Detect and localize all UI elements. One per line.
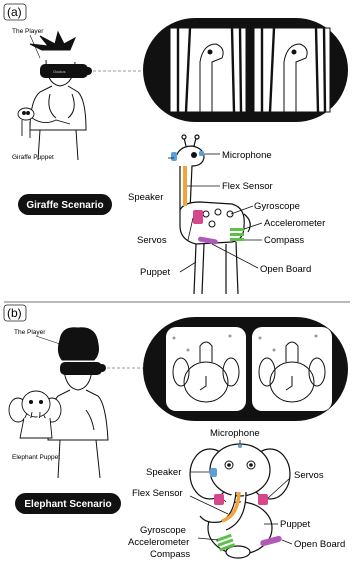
elephant-puppet-caption: Elephant Puppet: [12, 454, 60, 461]
label-open-board-b: Open Board: [294, 539, 345, 550]
label-compass-b: Compass: [150, 549, 190, 560]
label-flex-sensor: Flex Sensor: [222, 181, 273, 192]
label-servos: Servos: [137, 235, 167, 246]
panel-a: (a) The Player Oculus Giraffe Puppet: [4, 4, 348, 294]
headset-side: [84, 67, 92, 75]
elephant-eye-right-pupil: [249, 463, 253, 467]
label-open-board: Open Board: [260, 264, 311, 275]
giraffe-flex-sensor: [183, 166, 187, 206]
label-speaker: Speaker: [128, 192, 163, 203]
panel-b: (b) The Player Elephant Puppet: [4, 305, 348, 560]
player-pointer-b: [36, 336, 60, 344]
label-puppet: Puppet: [140, 267, 170, 278]
elephant-servo-right: [258, 494, 268, 505]
label-microphone-b: Microphone: [210, 428, 260, 439]
label-accelerometer-b: Accelerometer: [128, 537, 189, 548]
player-label-b: The Player: [14, 329, 46, 336]
label-servos-b: Servos: [294, 470, 324, 481]
vr-headset-b: [60, 362, 102, 375]
label-gyroscope-b: Gyroscope: [140, 525, 186, 536]
giraffe-puppet-small: [18, 108, 70, 138]
giraffe-puppet-caption: Giraffe Puppet: [12, 154, 54, 161]
label-microphone: Microphone: [222, 150, 272, 161]
giraffe-imu: [230, 228, 244, 241]
player-label: The Player: [12, 28, 44, 35]
giraffe-mic-part: [199, 151, 204, 156]
panel-b-tag: (b): [7, 306, 22, 320]
label-puppet-b: Puppet: [280, 519, 310, 530]
player-figure: [30, 32, 86, 160]
label-gyroscope: Gyroscope: [254, 201, 300, 212]
panel-a-tag: (a): [7, 5, 22, 19]
giraffe-eye: [191, 152, 197, 158]
elephant-servo-left: [214, 494, 224, 505]
label-flex-sensor-b: Flex Sensor: [132, 488, 183, 499]
giraffe-speaker-part: [171, 152, 177, 161]
vr-view-elephant: [143, 317, 348, 421]
elephant-eye-left-pupil: [227, 463, 231, 467]
label-compass: Compass: [264, 235, 304, 246]
label-speaker-b: Speaker: [146, 467, 181, 478]
headset-side-b: [98, 364, 106, 372]
elephant-puppet-small: [9, 391, 61, 438]
giraffe-scenario-label: Giraffe Scenario: [26, 200, 103, 211]
elephant-scenario-label: Elephant Scenario: [24, 499, 111, 510]
elephant-mic-part: [238, 444, 242, 448]
label-accelerometer: Accelerometer: [264, 218, 325, 229]
headset-brand: Oculus: [53, 69, 65, 74]
elephant-speaker-part: [210, 468, 217, 477]
giraffe-servo: [193, 210, 203, 224]
vr-view-giraffe: [143, 18, 348, 122]
